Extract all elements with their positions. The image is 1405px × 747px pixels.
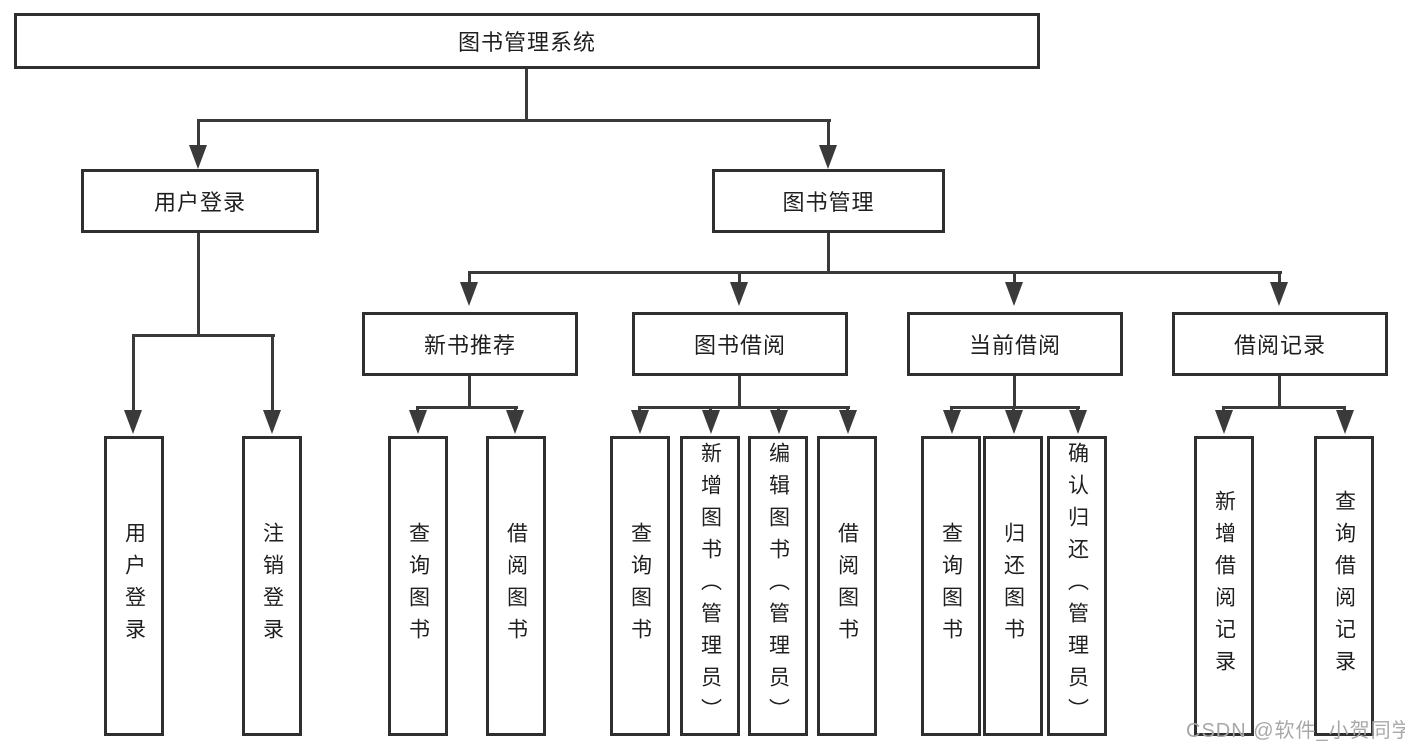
node-book-management: 图书管理	[712, 169, 945, 233]
arrowhead-nb-query	[409, 410, 427, 434]
node-label: 借阅记录	[1233, 333, 1326, 358]
leaf-label: 借阅图书	[835, 522, 859, 650]
node-book-borrow: 图书借阅	[632, 312, 848, 376]
edge-shaft-bb-query	[638, 406, 641, 413]
edge-shaft-leaf-logout	[271, 334, 274, 412]
edge-shaft-cb-return	[1012, 406, 1015, 413]
leaf-return-book: 归还图书	[983, 436, 1043, 736]
edge-shaft-nb-borrow	[514, 406, 517, 413]
leaf-query-books-borrow: 查询图书	[610, 436, 670, 736]
leaf-add-borrow-record: 新增借阅记录	[1194, 436, 1254, 736]
edge-root-stem	[525, 69, 528, 122]
leaf-label: 编辑图书（管理员）	[766, 442, 790, 730]
node-label: 图书管理	[782, 190, 875, 215]
csdn-watermark: CSDN @软件_小贺同学	[1186, 720, 1405, 742]
leaf-user-login: 用户登录	[104, 436, 164, 736]
arrowhead-cb-query	[943, 410, 961, 434]
node-label: 新书推荐	[423, 333, 516, 358]
node-label: 用户登录	[153, 190, 246, 215]
edge-shaft-cb-query	[950, 406, 953, 413]
edge-shaft-borrow-records	[1278, 271, 1281, 284]
edge-borrow-records-hbar	[1222, 406, 1346, 409]
leaf-add-book-admin: 新增图书（管理员）	[680, 436, 740, 736]
edge-user-login-stem	[197, 233, 200, 337]
leaf-query-books-recommend: 查询图书	[388, 436, 448, 736]
edge-new-book-hbar	[416, 406, 518, 409]
edge-current-borrow-hbar	[950, 406, 1080, 409]
leaf-query-borrow-record: 查询借阅记录	[1314, 436, 1374, 736]
leaf-label: 归还图书	[1001, 522, 1025, 650]
arrowhead-book-management	[819, 145, 837, 169]
leaf-borrow-books-recommend: 借阅图书	[486, 436, 546, 736]
arrowhead-bb-add	[702, 410, 720, 434]
node-borrow-records: 借阅记录	[1172, 312, 1388, 376]
leaf-label: 注销登录	[260, 522, 284, 650]
edge-shaft-cb-confirm	[1076, 406, 1079, 413]
node-label: 图书管理系统	[457, 30, 596, 55]
leaf-label: 确认归还（管理员）	[1065, 442, 1089, 730]
arrowhead-cb-return	[1005, 410, 1023, 434]
arrowhead-book-borrow	[730, 282, 748, 306]
arrowhead-current-borrow	[1005, 282, 1023, 306]
leaf-edit-book-admin: 编辑图书（管理员）	[748, 436, 808, 736]
arrowhead-br-add	[1215, 410, 1233, 434]
arrowhead-nb-borrow	[506, 410, 524, 434]
leaf-query-books-current: 查询图书	[921, 436, 981, 736]
leaf-label: 查询借阅记录	[1332, 490, 1356, 682]
edge-shaft-nb-query	[416, 406, 419, 413]
node-new-book-recommend: 新书推荐	[362, 312, 578, 376]
leaf-label: 新增图书（管理员）	[698, 442, 722, 730]
node-label: 当前借阅	[968, 333, 1061, 358]
edge-shaft-bb-edit	[777, 406, 780, 413]
edge-book-borrow-stem	[738, 376, 741, 408]
edge-shaft-br-add	[1222, 406, 1225, 413]
edge-shaft-br-query	[1343, 406, 1346, 413]
edge-book-management-stem	[827, 233, 830, 274]
leaf-label: 借阅图书	[504, 522, 528, 650]
edge-shaft-bb-add	[709, 406, 712, 413]
edge-shaft-book-management	[827, 119, 830, 147]
leaf-label: 查询图书	[939, 522, 963, 650]
edge-root-hbar	[197, 119, 831, 122]
edge-user-login-hbar	[132, 334, 275, 337]
node-library-management-system: 图书管理系统	[14, 13, 1040, 69]
edge-shaft-user-login	[197, 119, 200, 147]
edge-shaft-new-book	[468, 271, 471, 284]
arrowhead-user-login	[189, 145, 207, 169]
edge-shaft-leaf-user-login	[132, 334, 135, 412]
edge-book-management-hbar	[468, 271, 1282, 274]
leaf-label: 查询图书	[628, 522, 652, 650]
arrowhead-cb-confirm	[1069, 410, 1087, 434]
arrowhead-bb-edit	[770, 410, 788, 434]
leaf-label: 新增借阅记录	[1212, 490, 1236, 682]
node-user-login: 用户登录	[81, 169, 319, 233]
node-label: 图书借阅	[693, 333, 786, 358]
leaf-confirm-return-admin: 确认归还（管理员）	[1047, 436, 1107, 736]
arrowhead-leaf-logout	[263, 410, 281, 434]
leaf-label: 查询图书	[406, 522, 430, 650]
leaf-logout-login: 注销登录	[242, 436, 302, 736]
edge-new-book-stem	[468, 376, 471, 408]
arrowhead-bb-borrow	[839, 410, 857, 434]
edge-shaft-book-borrow	[738, 271, 741, 284]
edge-current-borrow-stem	[1013, 376, 1016, 408]
arrowhead-borrow-records	[1270, 282, 1288, 306]
arrowhead-new-book	[460, 282, 478, 306]
arrowhead-leaf-user-login	[124, 410, 142, 434]
edge-shaft-bb-borrow	[846, 406, 849, 413]
edge-borrow-records-stem	[1278, 376, 1281, 408]
arrowhead-br-query	[1336, 410, 1354, 434]
node-current-borrow: 当前借阅	[907, 312, 1123, 376]
edge-shaft-current-borrow	[1013, 271, 1016, 284]
leaf-label: 用户登录	[122, 522, 146, 650]
arrowhead-bb-query	[631, 410, 649, 434]
leaf-borrow-books: 借阅图书	[817, 436, 877, 736]
edge-book-borrow-hbar	[638, 406, 850, 409]
